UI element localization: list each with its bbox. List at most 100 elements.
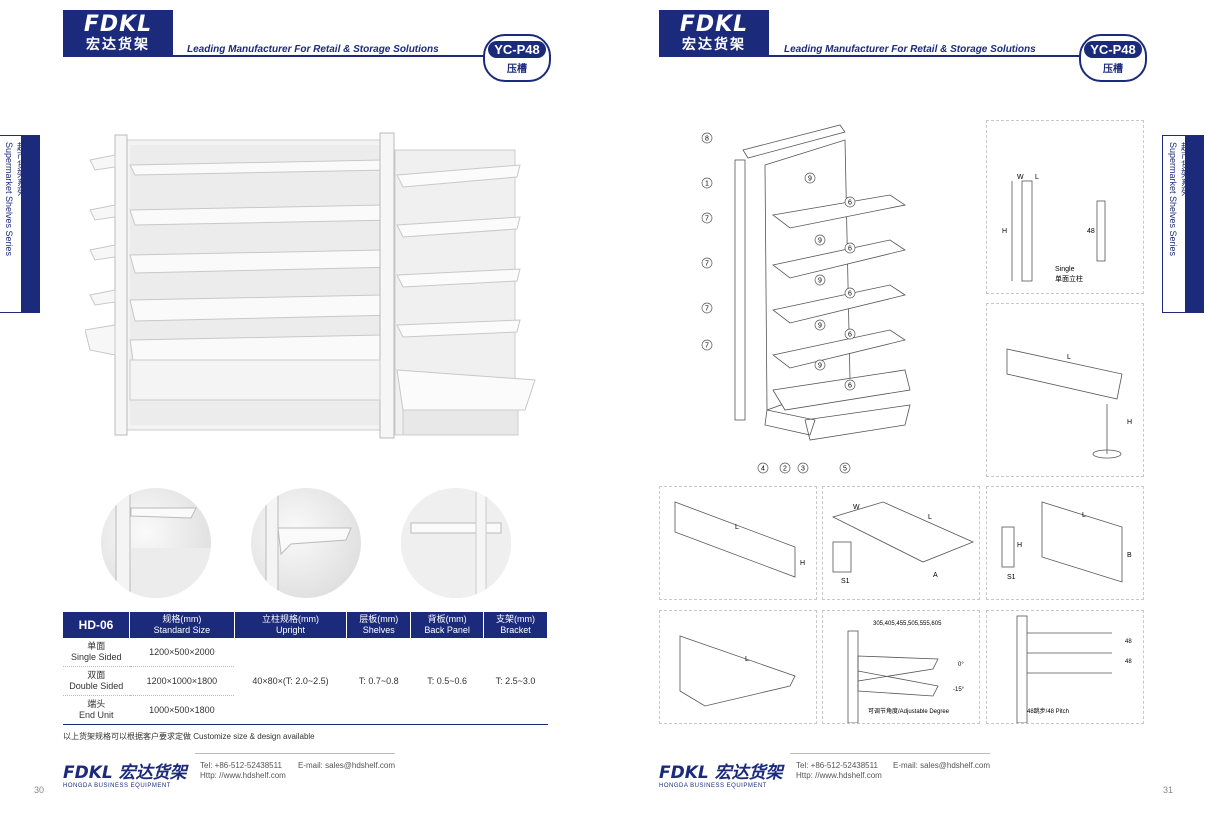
svg-text:48: 48	[1087, 228, 1095, 235]
svg-text:A: A	[933, 572, 938, 579]
col-upright: 立柱规格(mm)Upright	[234, 612, 348, 638]
callout-left-label: 7	[705, 261, 709, 268]
callout-inner-label: 6	[848, 383, 852, 390]
callout-left	[701, 257, 713, 269]
back-panel-value: T: 0.5~0.6	[410, 638, 484, 725]
callout-inner	[844, 379, 856, 391]
callout-inner-label: 9	[818, 278, 822, 285]
svg-text:S1: S1	[841, 578, 850, 585]
diagram-single-upright: W L H 48 Single 单面立柱	[986, 120, 1144, 294]
callout-inner	[814, 234, 826, 246]
svg-text:L: L	[1067, 354, 1071, 361]
series-label-cn: 超市货架系列	[16, 142, 26, 196]
page-number-right: 31	[1163, 785, 1174, 795]
callout-left	[701, 132, 713, 144]
diagram-base: L H	[986, 303, 1144, 477]
svg-text:S1: S1	[1007, 574, 1016, 581]
svg-text:48: 48	[1125, 659, 1132, 665]
svg-text:Single: Single	[1055, 266, 1075, 273]
svg-text:H: H	[1002, 228, 1007, 235]
callout-inner	[804, 172, 816, 184]
svg-text:W: W	[853, 504, 860, 511]
footer-contact-right: Tel: +86-512-52438511 Http: //www.hdshel…	[796, 761, 882, 780]
svg-text:L: L	[1082, 512, 1086, 519]
svg-text:H: H	[1017, 542, 1022, 549]
svg-text:L: L	[1035, 174, 1039, 181]
svg-text:L: L	[735, 524, 739, 531]
callout-inner-label: 6	[848, 246, 852, 253]
callout-bottom	[797, 462, 809, 474]
footer-logo-right: FDKL 宏达货架 HONGDA BUSINESS EQUIPMENT	[659, 763, 783, 789]
callout-bottom-label: 2	[783, 466, 787, 473]
series-label-en: Supermarket Shelves Series	[4, 142, 14, 257]
svg-text:可调节角度/Adjustable Degree: 可调节角度/Adjustable Degree	[868, 707, 950, 715]
callout-inner-label: 6	[848, 332, 852, 339]
col-bracket: 支架(mm)Bracket	[483, 612, 549, 638]
callout-left-label: 7	[705, 343, 709, 350]
callout-inner-label: 9	[808, 176, 812, 183]
series-side-tab-right: Supermarket Shelves Series 超市货架系列	[1162, 135, 1204, 313]
tagline: Leading Manufacturer For Retail & Storag…	[187, 44, 439, 55]
callout-inner	[814, 319, 826, 331]
callout-inner	[814, 274, 826, 286]
shelves-value: T: 0.7~0.8	[346, 638, 411, 725]
callout-bottom	[757, 462, 769, 474]
callout-inner	[814, 359, 826, 371]
brand-logo: FDKL 宏达货架	[63, 10, 173, 55]
callout-bottom-label: 4	[761, 466, 765, 473]
detail-photo-bracket	[251, 488, 361, 598]
diagram-adjustable: 305,405,455,505,555,605 0° -15° 可调节角度/Ad…	[822, 610, 980, 724]
callout-inner	[844, 242, 856, 254]
brand-logo-right: FDKL 宏达货架	[659, 10, 769, 55]
diagram-shelf: W L A S1	[822, 486, 980, 600]
svg-text:单面立柱: 单面立柱	[1055, 274, 1083, 283]
callout-bottom	[839, 462, 851, 474]
series-side-tab: Supermarket Shelves Series 超市货架系列	[0, 135, 40, 313]
callout-bottom-label: 5	[843, 466, 847, 473]
bracket-value: T: 2.5~3.0	[483, 638, 548, 725]
svg-text:48: 48	[1125, 639, 1132, 645]
svg-text:48跳步/48 Pitch: 48跳步/48 Pitch	[1027, 707, 1069, 715]
callout-inner-label: 6	[848, 291, 852, 298]
diagram-pitch: 48 48 48跳步/48 Pitch	[986, 610, 1144, 724]
callout-inner	[844, 196, 856, 208]
callout-inner-label: 9	[818, 238, 822, 245]
callout-inner-label: 9	[818, 323, 822, 330]
diagram-back-panel: L H B S1	[986, 486, 1144, 600]
upright-value: 40×80×(T: 2.0~2.5)	[234, 638, 347, 725]
model-badge: YC-P48 压槽	[483, 34, 551, 82]
callout-inner	[844, 287, 856, 299]
svg-text:H: H	[1127, 419, 1132, 426]
col-shelves: 层板(mm)Shelves	[346, 612, 412, 638]
svg-text:-15°: -15°	[953, 687, 965, 693]
callout-inner	[844, 328, 856, 340]
callout-inner-label: 9	[818, 363, 822, 370]
callout-bottom-label: 3	[801, 466, 805, 473]
svg-text:305,405,455,505,555,605: 305,405,455,505,555,605	[873, 621, 942, 627]
col-back-panel: 背板(mm)Back Panel	[410, 612, 484, 638]
callout-left-label: 7	[705, 306, 709, 313]
callout-left-label: 1	[705, 181, 709, 188]
customize-note: 以上货架规格可以根据客户要求定做 Customize size & design…	[63, 732, 315, 741]
footer-contact-left: Tel: +86-512-52438511 Http: //www.hdshel…	[200, 761, 286, 780]
svg-text:H: H	[800, 560, 805, 567]
callout-left	[701, 302, 713, 314]
svg-text:L: L	[928, 514, 932, 521]
product-photo	[84, 125, 540, 455]
header-rule-right	[659, 55, 1144, 57]
callout-left	[701, 212, 713, 224]
callout-left-label: 8	[705, 136, 709, 143]
page-number-left: 30	[34, 785, 45, 795]
tagline-right: Leading Manufacturer For Retail & Storag…	[784, 44, 1036, 55]
callout-left-label: 7	[705, 216, 709, 223]
spec-table-wrap: HD-06 规格(mm)Standard Size 立柱规格(mm)Uprigh…	[63, 612, 549, 742]
callout-left	[701, 177, 713, 189]
model-badge-right: YC-P48 压槽	[1079, 34, 1147, 82]
diagram-kick-plate: L H	[659, 486, 817, 600]
callout-bottom	[779, 462, 791, 474]
spec-table: HD-06 规格(mm)Standard Size 立柱规格(mm)Uprigh…	[63, 612, 549, 725]
footer-email-left: E-mail: sales@hdshelf.com	[298, 761, 396, 770]
callout-left	[701, 339, 713, 351]
